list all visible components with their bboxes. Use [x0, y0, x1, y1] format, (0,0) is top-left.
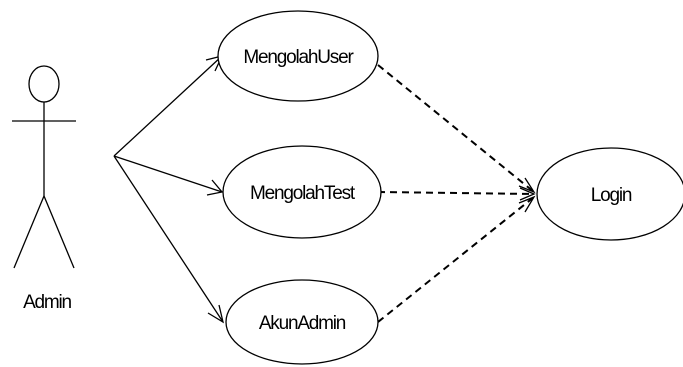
include-arrowhead-akun-admin: [518, 195, 536, 213]
association-arrows: [113, 55, 224, 324]
actor-right-leg: [43, 195, 75, 269]
use-case-login: Login: [536, 147, 683, 241]
actor-head: [28, 65, 60, 103]
actor-label: Admin: [23, 292, 71, 313]
use-case-label: MengolahUser: [243, 47, 354, 68]
association-line-mengolah-test: [113, 155, 223, 193]
use-case-label: MengolahTest: [250, 183, 356, 204]
use-case-oval: [225, 279, 379, 365]
association-line-mengolah-user: [113, 55, 223, 157]
use-case-mengolah-user: MengolahUser: [217, 10, 379, 102]
include-line-mengolah-user: [377, 64, 535, 193]
use-case-label: AkunAdmin: [259, 313, 346, 334]
use-case-label: Login: [591, 185, 632, 206]
include-line-akun-admin: [377, 196, 535, 323]
arrowhead-mengolah-test: [206, 179, 224, 196]
use-case-oval: [536, 147, 683, 241]
use-case-mengolah-test: MengolahTest: [222, 145, 382, 239]
include-arrowhead-mengolah-test: [519, 187, 536, 201]
association-line-akun-admin: [113, 155, 224, 323]
actor-admin: Admin: [12, 65, 76, 313]
use-case-akun-admin: AkunAdmin: [225, 279, 379, 365]
arrowhead-akun-admin: [207, 304, 224, 324]
use-case-oval: [222, 145, 382, 239]
include-arrowhead-mengolah-user: [518, 177, 536, 194]
include-arrows: [377, 64, 536, 323]
use-case-oval: [217, 10, 379, 102]
actor-left-leg: [13, 195, 45, 269]
include-line-mengolah-test: [377, 191, 535, 195]
